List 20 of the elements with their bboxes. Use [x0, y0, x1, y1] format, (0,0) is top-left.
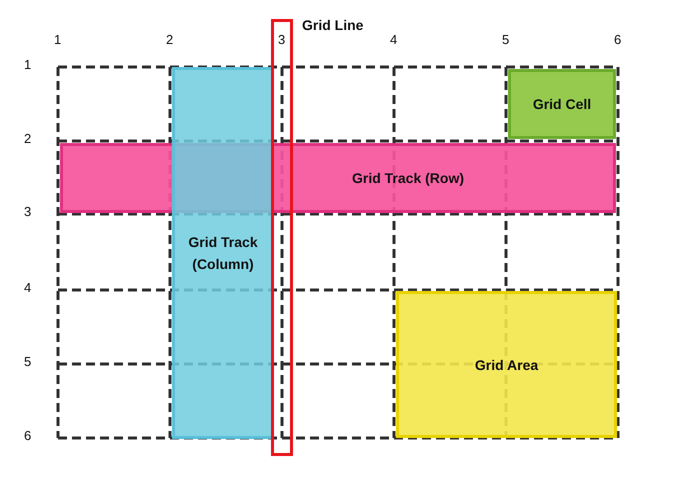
row-line-number: 3: [24, 204, 32, 219]
row-line-number: 5: [24, 354, 32, 369]
area-label: Grid Cell: [532, 95, 592, 114]
column-line-number: 2: [166, 32, 174, 47]
row-line-number: 4: [24, 280, 32, 295]
grid-area-highlight: [396, 291, 617, 438]
column-line-number: 6: [614, 32, 622, 47]
row-line-number: 2: [24, 131, 32, 146]
row-line-number: 1: [24, 57, 32, 72]
column-line-number: 1: [54, 32, 62, 47]
column-line-number: 5: [502, 32, 510, 47]
area-label: Grid Track (Row): [352, 169, 464, 188]
row-line-number: 6: [24, 428, 32, 443]
heading-label: Grid Line: [302, 16, 364, 35]
column-line-number: 4: [390, 32, 398, 47]
grid-cell-highlight: [508, 69, 616, 139]
area-label: Grid Track (Column): [188, 233, 258, 274]
area-label: Grid Area: [474, 356, 538, 374]
column-line-number: 3: [278, 32, 286, 47]
grid-column-track-band: [172, 67, 274, 439]
